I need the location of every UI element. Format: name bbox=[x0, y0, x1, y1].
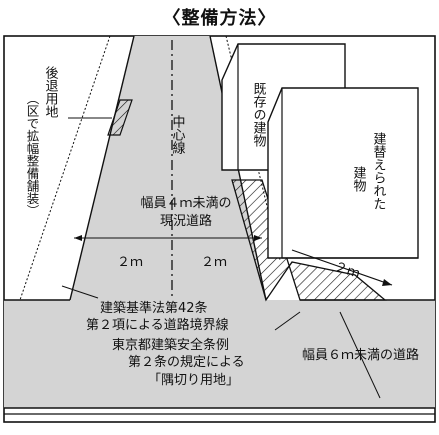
existing-building-label: 既存の建物 bbox=[251, 82, 267, 148]
cross-road bbox=[4, 300, 435, 408]
corner-cut-label-2: 第２条の規定による bbox=[128, 354, 245, 370]
center-line-label: 中心線 bbox=[170, 115, 186, 154]
diagram-frame bbox=[3, 35, 436, 423]
corner-dimension bbox=[291, 249, 393, 286]
rebuilt-building bbox=[267, 87, 419, 259]
existing-edge-left bbox=[19, 35, 111, 301]
rebuilt-building-label-1: 建替えられた bbox=[371, 132, 387, 210]
rebuilt-building-label-2: 建物 bbox=[351, 166, 367, 193]
setback-note: （区で拡幅整備舗装） bbox=[25, 92, 40, 217]
corner-cut-label-1: 東京都建築安全条例 bbox=[112, 337, 229, 353]
boundary-label-1: 建築基準法第42条 bbox=[100, 300, 208, 316]
current-road-label-1: 幅員４ｍ未満の bbox=[140, 196, 231, 211]
boundary-label-2: 第２項による道路境界線 bbox=[86, 317, 229, 333]
width-left-label: ２ｍ bbox=[117, 255, 143, 270]
setback-label: 後退用地 bbox=[43, 66, 59, 118]
setback-block bbox=[107, 99, 133, 136]
current-road-label-2: 現況道路 bbox=[160, 213, 212, 229]
width-right-label: ２ｍ bbox=[201, 255, 227, 270]
page-title: 〈整備方法〉 bbox=[162, 8, 277, 29]
corner-cut-label-3: 「隅切り用地」 bbox=[148, 373, 239, 388]
road-boundary-left bbox=[69, 35, 135, 301]
narrow-road-label: 幅員６ｍ未満の道路 bbox=[302, 347, 419, 363]
